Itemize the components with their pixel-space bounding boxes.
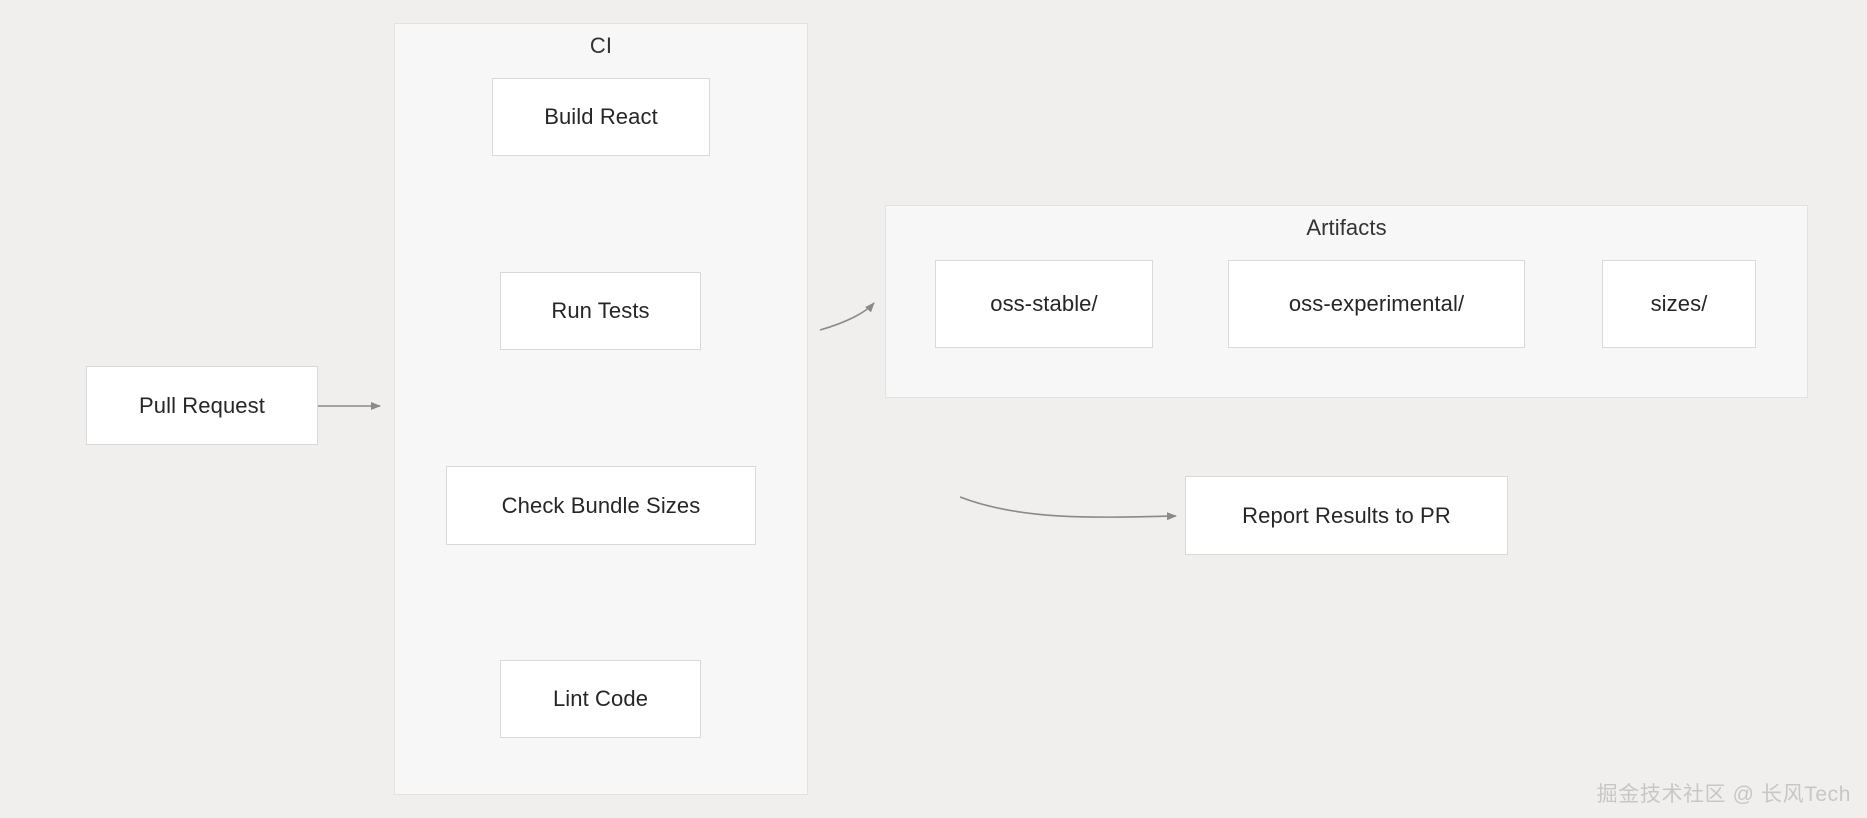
node-lint-code[interactable]: Lint Code	[500, 660, 701, 738]
node-sizes[interactable]: sizes/	[1602, 260, 1756, 348]
watermark: 掘金技术社区 @ 长风Tech	[1596, 783, 1851, 806]
edge-check-bundle-sizes-to-report-results	[959, 496, 1177, 521]
node-oss-stable[interactable]: oss-stable/	[935, 260, 1153, 348]
subgraph-artifacts-title: Artifacts	[1306, 215, 1387, 240]
node-check-bundle-sizes[interactable]: Check Bundle Sizes	[446, 466, 756, 545]
node-oss-experimental[interactable]: oss-experimental/	[1228, 260, 1525, 348]
node-report-results-to-pr[interactable]: Report Results to PR	[1185, 476, 1508, 555]
subgraph-ci-title: CI	[589, 33, 613, 58]
node-pull-request[interactable]: Pull Request	[86, 366, 318, 445]
node-build-react[interactable]: Build React	[492, 78, 710, 156]
edge-run-tests-to-artifacts	[819, 302, 875, 331]
node-run-tests[interactable]: Run Tests	[500, 272, 701, 350]
